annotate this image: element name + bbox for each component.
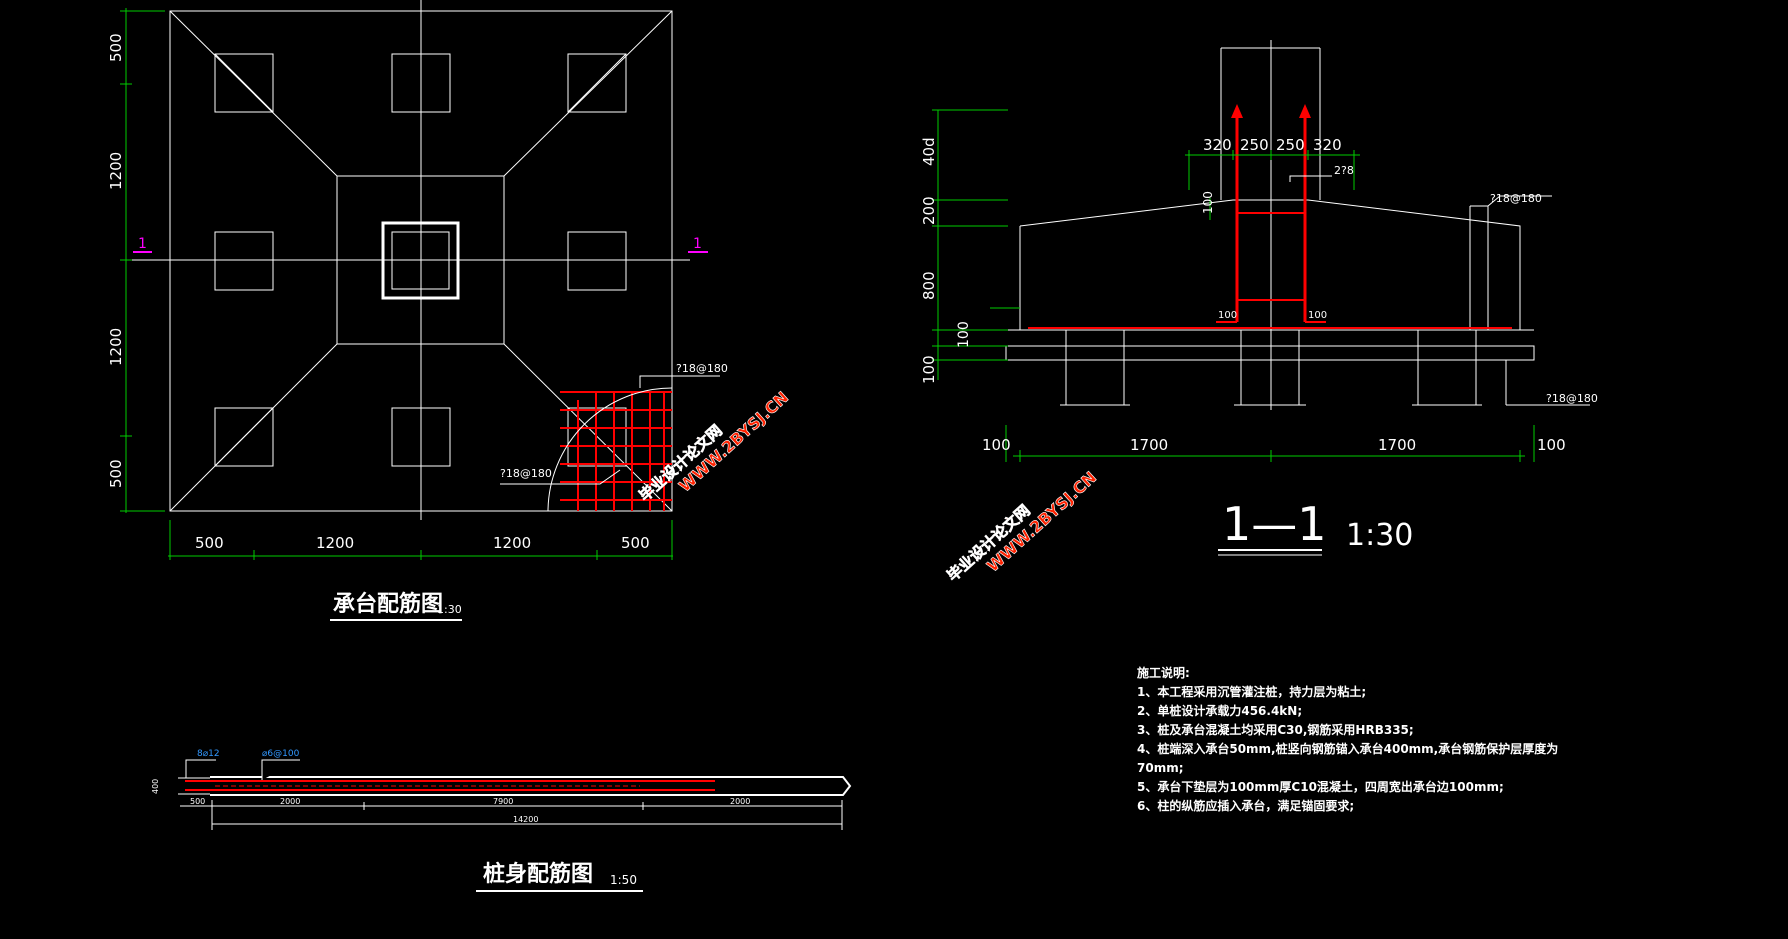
- note-item-3: 3、桩及承台混凝土均采用C30,钢筋采用HRB335;: [1137, 723, 1414, 737]
- section-dimension-lines: [932, 109, 1535, 462]
- plan-dim-left-2: 1200: [107, 152, 125, 190]
- plan-rebar-leaders: [500, 375, 720, 485]
- note-item-2: 2、单桩设计承载力456.4kN;: [1137, 704, 1303, 718]
- section-mark-right: 1: [693, 236, 702, 252]
- note-item-5: 5、承台下垫层为100mm厚C10混凝土，四周宽出承台边100mm;: [1137, 780, 1504, 794]
- pile-elevation: [178, 776, 852, 796]
- pile-label-a: 8⌀12: [197, 749, 220, 759]
- plan-dimension-lines: [120, 8, 673, 560]
- section-scale: 1:30: [1346, 518, 1413, 553]
- section-dim-100-small: 100: [1201, 191, 1215, 214]
- section-leaders: [990, 175, 1332, 309]
- note-item-1: 1、本工程采用沉管灌注桩，持力层为粘土;: [1137, 685, 1367, 699]
- section-anchor-left: 100: [1218, 310, 1237, 321]
- section-bar-label-2: 2?8: [1334, 164, 1354, 177]
- plan-rebar-label-bottom: ?18@180: [500, 467, 552, 480]
- section-rebar: [1028, 104, 1512, 329]
- section-dim-left-2: 200: [920, 196, 938, 225]
- plan-title: 承台配筋图: [333, 591, 443, 617]
- pile-dim-2: 2000: [280, 797, 300, 806]
- pile-label-b: ⌀6@100: [262, 749, 300, 759]
- pile-dim-total: 14200: [513, 815, 538, 824]
- section-dim-top-3: 250: [1276, 136, 1305, 154]
- section-dim-bottom-2: 1700: [1130, 436, 1168, 454]
- plan-scale: 1:30: [437, 603, 462, 616]
- section-dim-left-1: 40d: [920, 137, 938, 166]
- section-1-1: [1005, 40, 1590, 410]
- pile-label-width: 400: [151, 779, 160, 794]
- plan-rebar-mesh: [547, 387, 673, 512]
- notes-heading: 施工说明:: [1137, 666, 1190, 680]
- pile-cap-plan: [125, 0, 690, 520]
- section-dim-bottom-1: 100: [982, 436, 1011, 454]
- plan-rebar-label-top: ?18@180: [676, 362, 728, 375]
- plan-dim-left-4: 500: [107, 459, 125, 488]
- section-dim-bottom-4: 100: [1537, 436, 1566, 454]
- note-item-6: 6、柱的纵筋应插入承台，满足锚固要求;: [1137, 799, 1355, 813]
- construction-notes: 施工说明: 1、本工程采用沉管灌注桩，持力层为粘土; 2、单桩设计承载力456.…: [1137, 664, 1597, 816]
- section-title: 1—1: [1222, 497, 1327, 551]
- section-dim-left-5: 100: [920, 355, 938, 384]
- section-bar-label-side: ?18@180: [1490, 192, 1542, 205]
- note-item-4-cont: 70mm;: [1137, 761, 1184, 775]
- plan-dim-bottom-4: 500: [621, 534, 650, 552]
- section-dim-bottom-3: 1700: [1378, 436, 1416, 454]
- section-dim-left-4: 100: [956, 321, 972, 348]
- plan-dim-bottom-3: 1200: [493, 534, 531, 552]
- pile-rebar: [185, 780, 715, 791]
- watermark-2: 毕业设计论文网 WWW.2BYSJ.CN: [943, 467, 1100, 585]
- pile-dim-4: 2000: [730, 797, 750, 806]
- pile-scale: 1:50: [610, 873, 637, 887]
- section-mark-left: 1: [138, 236, 147, 252]
- pile-title: 桩身配筋图: [483, 861, 593, 887]
- section-anchor-right: 100: [1308, 310, 1327, 321]
- section-dim-top-4: 320: [1313, 136, 1342, 154]
- plan-dim-left-3: 1200: [107, 328, 125, 366]
- plan-dim-bottom-2: 1200: [316, 534, 354, 552]
- section-dim-left-3: 800: [920, 271, 938, 300]
- plan-dim-bottom-1: 500: [195, 534, 224, 552]
- section-dim-top-1: 320: [1203, 136, 1232, 154]
- pile-dim-3: 7900: [493, 797, 513, 806]
- section-bar-label-bottom: ?18@180: [1546, 392, 1598, 405]
- note-item-4: 4、桩端深入承台50mm,桩竖向钢筋锚入承台400mm,承台钢筋保护层厚度为: [1137, 742, 1559, 756]
- plan-dim-left-1: 500: [107, 33, 125, 62]
- pile-dimension-lines: [180, 759, 843, 830]
- section-dim-top-2: 250: [1240, 136, 1269, 154]
- pile-dim-1: 500: [190, 797, 205, 806]
